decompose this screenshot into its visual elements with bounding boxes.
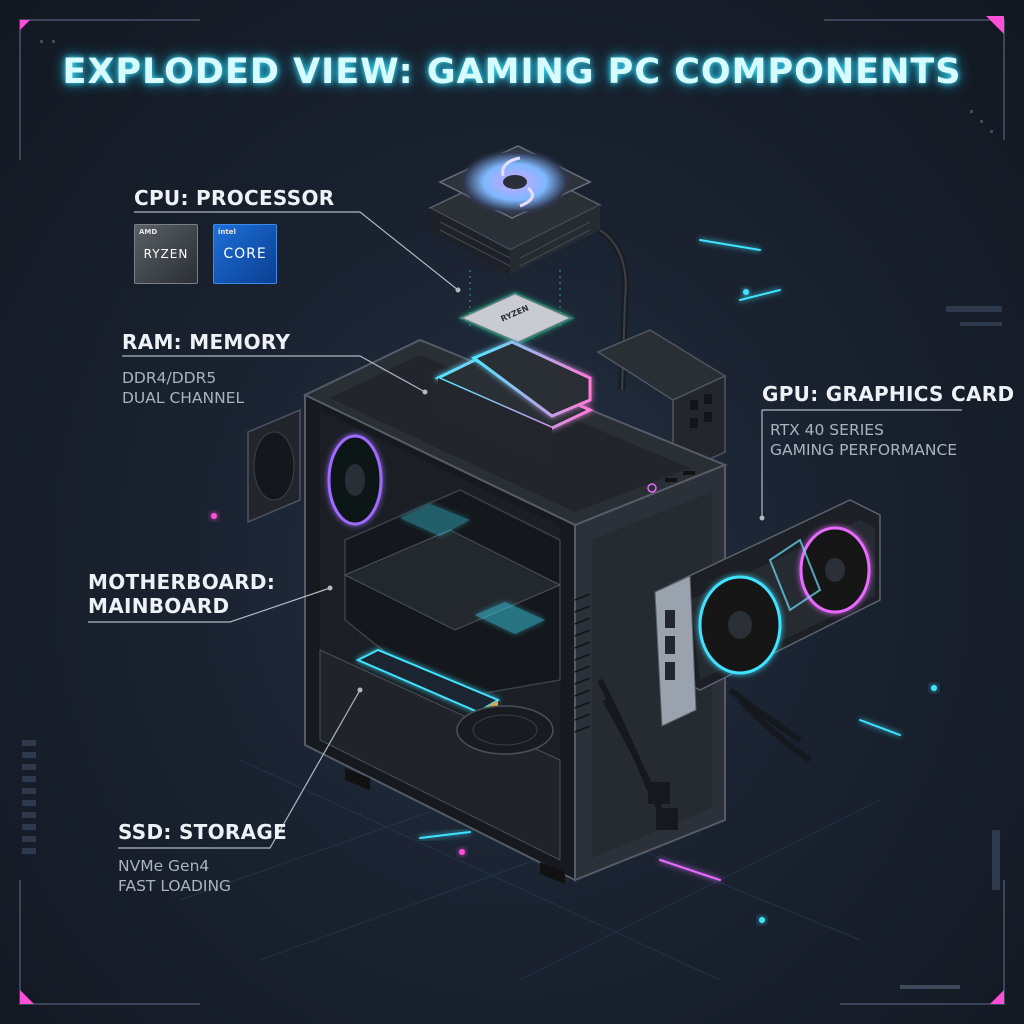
motherboard-label-line2: MAINBOARD: [88, 594, 230, 618]
gpu-detail-line2: GAMING PERFORMANCE: [770, 441, 958, 459]
ssd-detail-line2: FAST LOADING: [118, 877, 232, 895]
amd-logo-name: RYZEN: [143, 247, 189, 261]
corner-marker-br: [990, 990, 1004, 1004]
corner-marker-tr: [986, 16, 1004, 34]
leader-lines: [88, 211, 962, 849]
ram-details: DDR4/DDR5 DUAL CHANNEL: [122, 368, 244, 408]
motherboard-label-line1: MOTHERBOARD:: [88, 570, 276, 594]
intel-logo-name: CORE: [223, 246, 267, 262]
leader-dots: [327, 287, 765, 693]
cpu-cooler: [428, 145, 630, 391]
amd-ryzen-logo: AMD RYZEN: [134, 224, 198, 284]
cpu-chip: [458, 292, 575, 345]
gpu-detail-line1: RTX 40 SERIES: [770, 421, 884, 439]
hud-dots: [40, 40, 993, 989]
amd-logo-brand: AMD: [139, 228, 158, 236]
ssd-detail-line1: NVMe Gen4: [118, 857, 210, 875]
ram-modules: [434, 340, 594, 465]
intel-core-logo: intel CORE: [213, 224, 277, 284]
ssd-label: SSD: STORAGE: [118, 820, 288, 844]
rear-fan: [247, 408, 301, 524]
ram-label: RAM: MEMORY: [122, 330, 291, 354]
motherboard-label: MOTHERBOARD: MAINBOARD: [88, 570, 275, 618]
gpu-label: GPU: GRAPHICS CARD: [762, 382, 1015, 406]
hud-bars-right: [946, 306, 1002, 890]
ssd-details: NVMe Gen4 FAST LOADING: [118, 856, 231, 896]
graphics-card: [654, 499, 881, 763]
ram-detail-line2: DUAL CHANNEL: [122, 389, 245, 407]
ram-detail-line1: DDR4/DDR5: [122, 369, 217, 387]
hud-bars-left: [22, 740, 36, 854]
corner-marker-tl: [20, 20, 30, 30]
page-title: EXPLODED VIEW: GAMING PC COMPONENTS: [62, 52, 962, 92]
cpu-label: CPU: PROCESSOR: [134, 186, 335, 210]
corner-marker-bl: [20, 990, 34, 1004]
pc-case: [302, 338, 728, 884]
intel-logo-brand: intel: [218, 228, 236, 236]
gpu-details: RTX 40 SERIES GAMING PERFORMANCE: [770, 420, 957, 460]
light-streaks: [211, 239, 937, 923]
